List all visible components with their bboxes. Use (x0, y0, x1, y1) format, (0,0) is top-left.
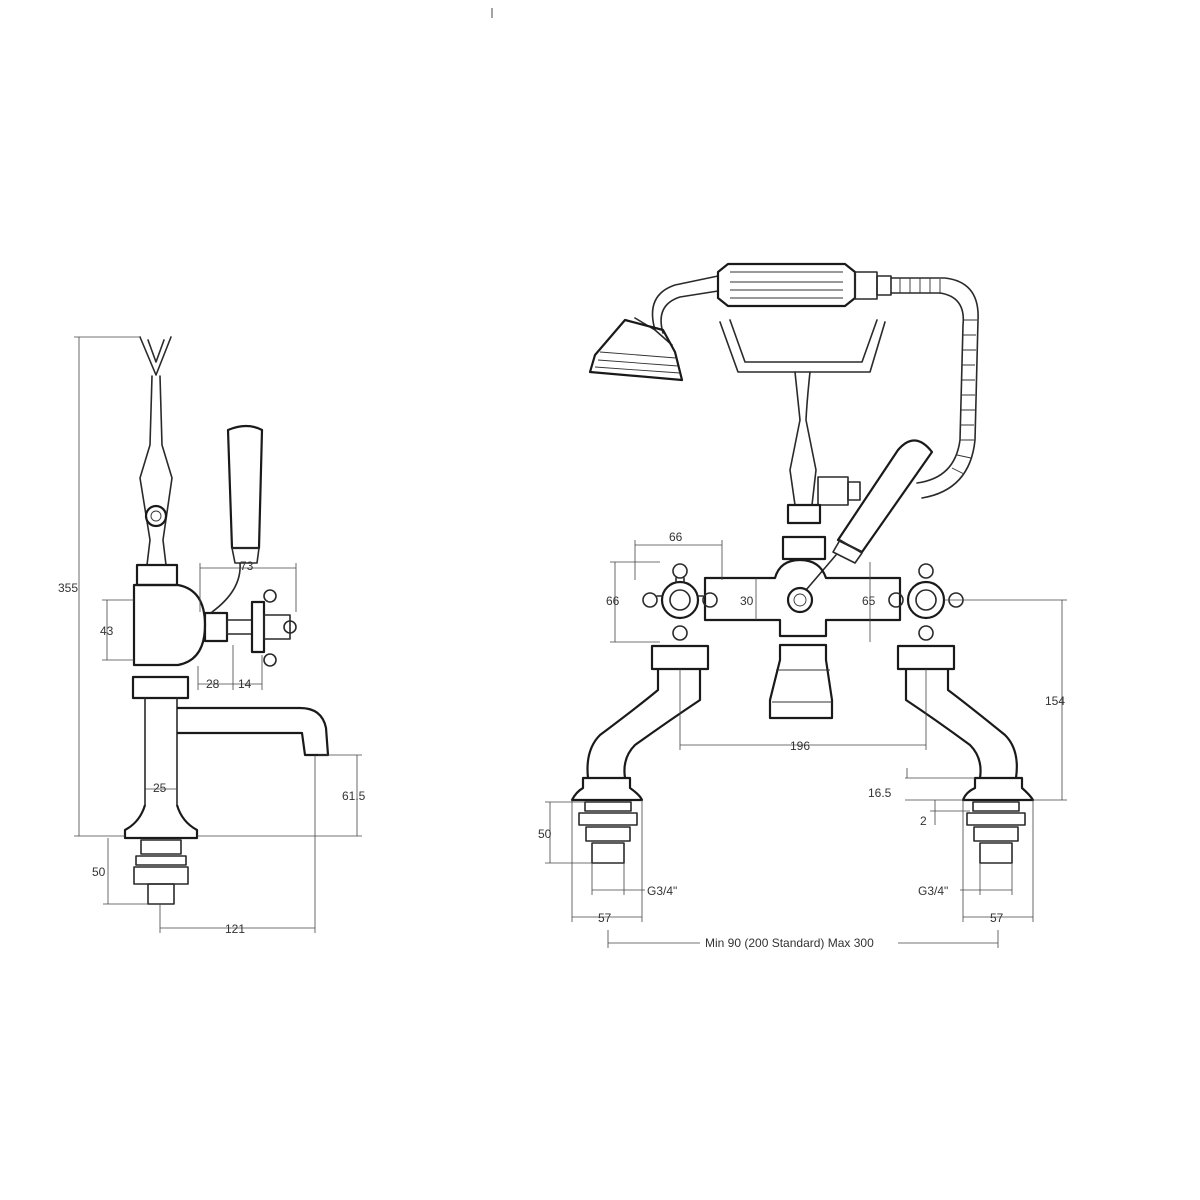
side-view-dimensions: 355 43 73 28 14 25 61.5 50 121 (58, 336, 366, 936)
lever-handle (226, 424, 264, 550)
front-mid-collar (781, 535, 827, 561)
base-flange (123, 804, 199, 840)
dim-43: 43 (100, 624, 114, 638)
thread-right: G3/4" (918, 884, 948, 898)
diverter-cap (847, 481, 861, 501)
shower-head-rings (594, 351, 681, 374)
main-lever (836, 439, 934, 554)
hose-right-outer (890, 277, 979, 499)
diverter-body (817, 476, 849, 506)
right-leg-outer (946, 669, 1018, 779)
dim-61-5: 61.5 (342, 789, 366, 803)
dim-16-5: 16.5 (868, 786, 892, 800)
hose-left-upper (651, 275, 719, 331)
right-leg-inner (904, 669, 982, 779)
cradle-stem-right (159, 375, 173, 566)
bridge-body (703, 558, 902, 638)
central-valve (786, 586, 814, 614)
dim-50-side: 50 (92, 865, 106, 879)
lever-arm (211, 562, 241, 613)
dim-66-width: 66 (669, 530, 683, 544)
cross-knob-bottom (263, 653, 277, 667)
tail-nut-2 (133, 866, 189, 885)
tail-end (147, 883, 175, 905)
main-lever-arm (805, 554, 837, 591)
side-view (123, 336, 330, 905)
dim-57-left: 57 (598, 911, 612, 925)
dim-30: 30 (740, 594, 754, 608)
dim-154: 154 (1045, 694, 1065, 708)
cradle-joint (144, 504, 168, 528)
upper-collar (135, 563, 179, 587)
right-shroud (961, 776, 1035, 802)
cradle-stem-l (789, 371, 801, 506)
dim-25: 25 (153, 781, 167, 795)
cradle-fork (139, 336, 172, 376)
right-headwork-nut (896, 644, 956, 671)
spout (177, 706, 330, 757)
handset-nut (876, 275, 892, 296)
dim-28: 28 (206, 677, 220, 691)
cradle-arms-inner (729, 319, 878, 363)
cross-cap (263, 614, 291, 640)
cradle-arms-outer (719, 321, 886, 373)
right-tail-end (979, 842, 1013, 864)
handset-ridges (730, 271, 843, 299)
cradle-joint-inner (150, 510, 162, 522)
left-leg-outer (586, 669, 660, 779)
hose-right-inner (890, 292, 965, 484)
dim-2: 2 (920, 814, 927, 828)
valve-body (132, 583, 207, 667)
front-view-dimensions: 66 66 30 65 154 196 16.5 2 (538, 530, 1067, 951)
dim-57-right: 57 (990, 911, 1004, 925)
lever-ferrule (231, 547, 260, 564)
tail-nut-1 (140, 839, 182, 855)
thread-left: G3/4" (647, 884, 677, 898)
dim-50-front: 50 (538, 827, 552, 841)
dim-196: 196 (790, 739, 810, 753)
main-lever-ferrule (832, 539, 863, 564)
front-view (570, 262, 1035, 864)
shower-neck (634, 317, 673, 346)
tail-washer (135, 855, 187, 866)
left-leg-inner (623, 669, 702, 779)
hose-coils (899, 278, 977, 475)
dim-121: 121 (225, 922, 245, 936)
dim-65: 65 (862, 594, 876, 608)
lower-collar (131, 675, 190, 700)
handset (716, 262, 857, 308)
cross-stem (226, 619, 253, 635)
cradle-fork-inner (147, 339, 165, 363)
dim-73: 73 (240, 559, 254, 573)
front-spout (768, 643, 834, 720)
cross-hub (250, 600, 266, 654)
cross-knob-end (283, 620, 297, 634)
front-upper-collar (786, 503, 822, 525)
outlet-stub (203, 611, 229, 643)
central-valve-inner (793, 593, 807, 607)
left-tail-end (591, 842, 625, 864)
handset-end (854, 271, 878, 300)
cross-knob-top (263, 589, 277, 603)
shower-head (588, 318, 684, 382)
dim-centres-range: Min 90 (200 Standard) Max 300 (705, 936, 874, 950)
left-shroud (570, 776, 644, 802)
dim-66-height: 66 (606, 594, 620, 608)
cradle-stem-left (139, 375, 153, 566)
hose-left-lower (660, 290, 719, 334)
left-headwork-nut (650, 644, 710, 671)
spout-rings (772, 669, 832, 703)
dim-14: 14 (238, 677, 252, 691)
dim-355: 355 (58, 581, 78, 595)
cradle-stem-r (805, 371, 817, 506)
